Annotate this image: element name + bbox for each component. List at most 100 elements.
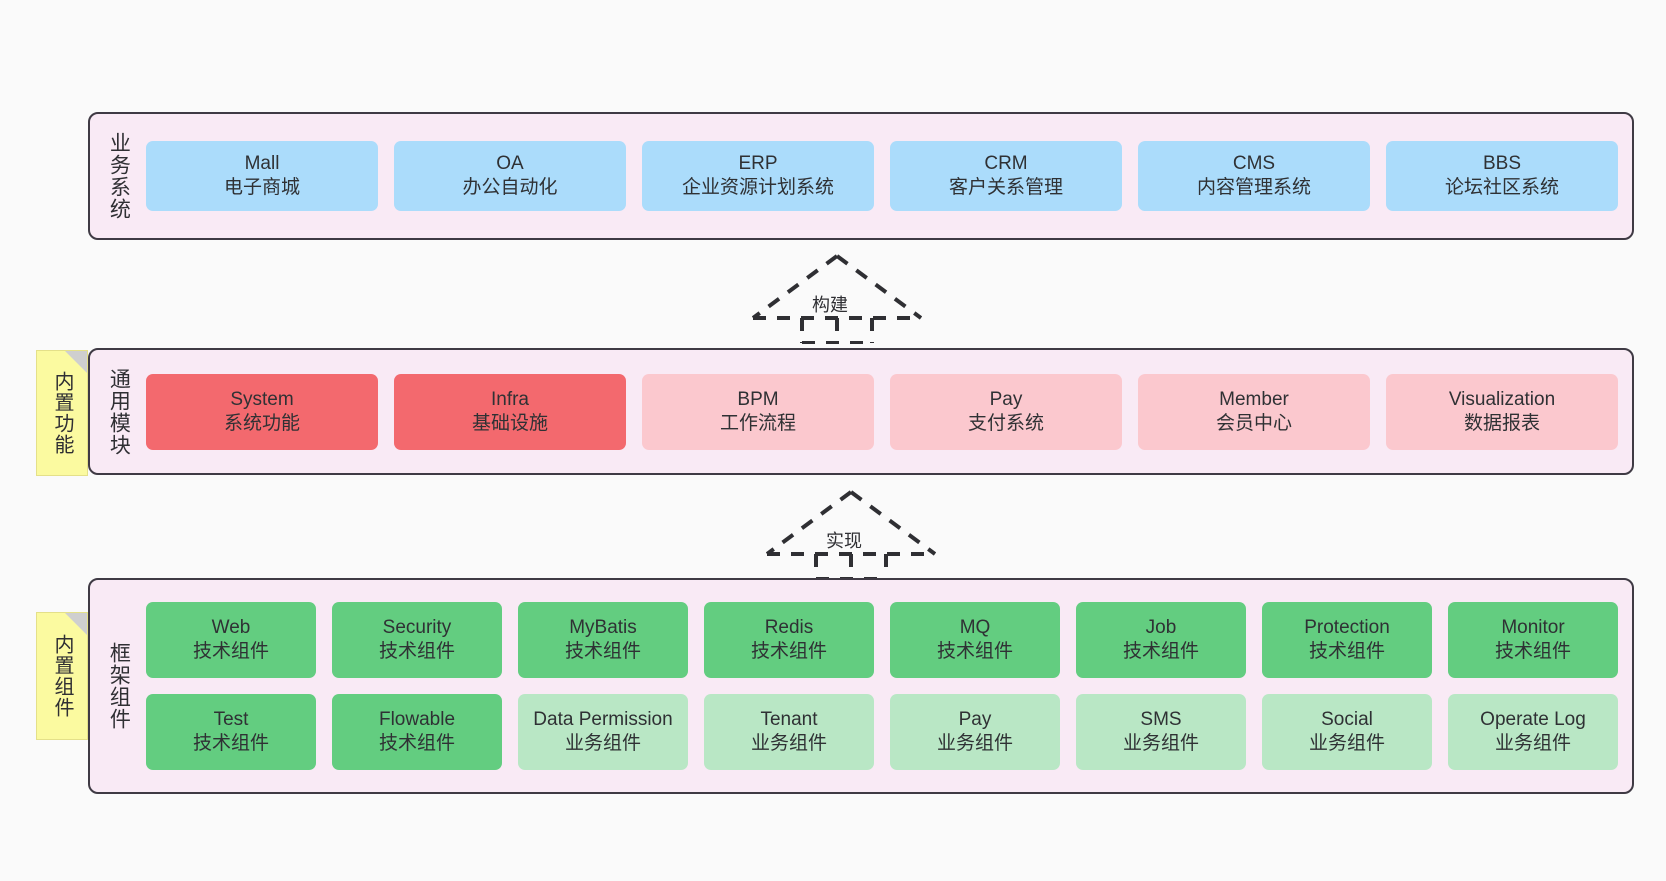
module-name: Web [211, 617, 251, 639]
module-box-web[interactable]: Web 技术组件 [146, 602, 316, 678]
layer-title-common: 通用模块 [107, 367, 131, 456]
module-box-mybatis[interactable]: MyBatis 技术组件 [518, 602, 688, 678]
module-name: Protection [1304, 617, 1390, 639]
module-box-monitor[interactable]: Monitor 技术组件 [1448, 602, 1618, 678]
layer-body-framework: Web 技术组件 Security 技术组件 MyBatis 技术组件 Redi… [146, 580, 1632, 792]
module-name: Redis [764, 617, 814, 639]
layer-row: Test 技术组件 Flowable 技术组件 Data Permission … [146, 694, 1618, 770]
arrow-label-implement: 实现 [826, 531, 862, 551]
module-subtitle: 技术组件 [1308, 641, 1385, 662]
module-box-data-permission[interactable]: Data Permission 业务组件 [518, 694, 688, 770]
module-box-mall[interactable]: Mall 电子商城 [146, 141, 378, 211]
module-name: System [230, 388, 294, 410]
module-subtitle: 会员中心 [1215, 412, 1292, 434]
module-name: Social [1321, 709, 1373, 731]
module-box-infra[interactable]: Infra 基础设施 [394, 373, 626, 450]
module-subtitle: 电子商城 [223, 177, 300, 198]
note-label: 内置组件 [51, 634, 73, 718]
layer-row: Web 技术组件 Security 技术组件 MyBatis 技术组件 Redi… [146, 602, 1618, 678]
module-subtitle: 业务组件 [750, 733, 827, 754]
module-box-pay-component[interactable]: Pay 业务组件 [890, 694, 1060, 770]
module-box-sms[interactable]: SMS 业务组件 [1076, 694, 1246, 770]
module-name: Member [1219, 388, 1289, 410]
module-name: OA [496, 153, 524, 175]
layer-framework-component[interactable]: 框架组件 Web 技术组件 Security 技术组件 MyBatis 技术组件… [88, 578, 1634, 794]
module-box-flowable[interactable]: Flowable 技术组件 [332, 694, 502, 770]
module-subtitle: 技术组件 [192, 733, 269, 754]
layer-row: System 系统功能 Infra 基础设施 BPM 工作流程 Pay 支付系统… [146, 373, 1618, 450]
module-box-system[interactable]: System 系统功能 [146, 373, 378, 450]
module-box-cms[interactable]: CMS 内容管理系统 [1138, 141, 1370, 211]
layer-body-business: Mall 电子商城 OA 办公自动化 ERP 企业资源计划系统 CRM 客户关系… [146, 114, 1632, 238]
module-name: Tenant [760, 709, 818, 731]
module-subtitle: 业务组件 [564, 733, 641, 754]
module-name: Security [382, 617, 452, 639]
module-subtitle: 企业资源计划系统 [681, 177, 834, 198]
module-box-bbs[interactable]: BBS 论坛社区系统 [1386, 141, 1618, 211]
module-subtitle: 论坛社区系统 [1444, 177, 1559, 198]
layer-common-module[interactable]: 通用模块 System 系统功能 Infra 基础设施 BPM 工作流程 Pay… [88, 348, 1634, 475]
layer-title-business: 业务系统 [107, 132, 131, 220]
module-box-oa[interactable]: OA 办公自动化 [394, 141, 626, 211]
module-subtitle: 业务组件 [936, 733, 1013, 754]
layer-title-framework: 框架组件 [107, 642, 131, 730]
module-subtitle: 系统功能 [223, 412, 300, 434]
arrow-label-build: 构建 [812, 295, 848, 315]
layer-body-common: System 系统功能 Infra 基础设施 BPM 工作流程 Pay 支付系统… [146, 350, 1632, 473]
module-name: Infra [490, 388, 530, 410]
module-subtitle: 技术组件 [378, 733, 455, 754]
module-name: MQ [959, 617, 991, 639]
module-subtitle: 技术组件 [936, 641, 1013, 662]
module-subtitle: 内容管理系统 [1196, 177, 1311, 198]
module-subtitle: 支付系统 [967, 412, 1044, 434]
module-name: MyBatis [569, 617, 637, 639]
module-name: Monitor [1501, 617, 1565, 639]
module-name: Pay [989, 388, 1023, 410]
module-name: CMS [1232, 153, 1276, 175]
module-box-tenant[interactable]: Tenant 业务组件 [704, 694, 874, 770]
module-box-crm[interactable]: CRM 客户关系管理 [890, 141, 1122, 211]
module-box-member[interactable]: Member 会员中心 [1138, 373, 1370, 450]
arrow-build [752, 254, 922, 344]
module-box-redis[interactable]: Redis 技术组件 [704, 602, 874, 678]
module-subtitle: 数据报表 [1463, 412, 1540, 434]
module-box-protection[interactable]: Protection 技术组件 [1262, 602, 1432, 678]
module-box-job[interactable]: Job 技术组件 [1076, 602, 1246, 678]
module-box-bpm[interactable]: BPM 工作流程 [642, 373, 874, 450]
module-subtitle: 业务组件 [1308, 733, 1385, 754]
module-name: Flowable [378, 709, 456, 731]
module-subtitle: 技术组件 [378, 641, 455, 662]
module-name: Test [213, 709, 249, 731]
module-name: Data Permission [533, 709, 673, 731]
module-subtitle: 技术组件 [750, 641, 827, 662]
note-builtin-features[interactable]: 内置功能 [36, 350, 88, 476]
module-box-social[interactable]: Social 业务组件 [1262, 694, 1432, 770]
module-box-test[interactable]: Test 技术组件 [146, 694, 316, 770]
note-fold-icon [65, 351, 87, 373]
module-box-operate-log[interactable]: Operate Log 业务组件 [1448, 694, 1618, 770]
module-name: BPM [737, 388, 779, 410]
module-subtitle: 技术组件 [192, 641, 269, 662]
layer-business-system[interactable]: 业务系统 Mall 电子商城 OA 办公自动化 ERP 企业资源计划系统 CRM… [88, 112, 1634, 240]
module-subtitle: 技术组件 [564, 641, 641, 662]
module-box-visualization[interactable]: Visualization 数据报表 [1386, 373, 1618, 450]
module-subtitle: 办公自动化 [462, 177, 558, 198]
note-label: 内置功能 [51, 371, 73, 455]
note-fold-icon [65, 613, 87, 635]
module-name: Job [1145, 617, 1177, 639]
module-box-security[interactable]: Security 技术组件 [332, 602, 502, 678]
module-box-mq[interactable]: MQ 技术组件 [890, 602, 1060, 678]
module-name: Pay [958, 709, 992, 731]
module-name: Visualization [1448, 388, 1556, 410]
module-box-pay[interactable]: Pay 支付系统 [890, 373, 1122, 450]
module-box-erp[interactable]: ERP 企业资源计划系统 [642, 141, 874, 211]
module-name: Mall [244, 153, 280, 175]
module-name: BBS [1482, 153, 1522, 175]
note-builtin-components[interactable]: 内置组件 [36, 612, 88, 740]
module-subtitle: 基础设施 [471, 412, 548, 434]
module-subtitle: 技术组件 [1494, 641, 1571, 662]
layer-row: Mall 电子商城 OA 办公自动化 ERP 企业资源计划系统 CRM 客户关系… [146, 141, 1618, 211]
module-subtitle: 技术组件 [1122, 641, 1199, 662]
module-subtitle: 客户关系管理 [948, 177, 1063, 198]
